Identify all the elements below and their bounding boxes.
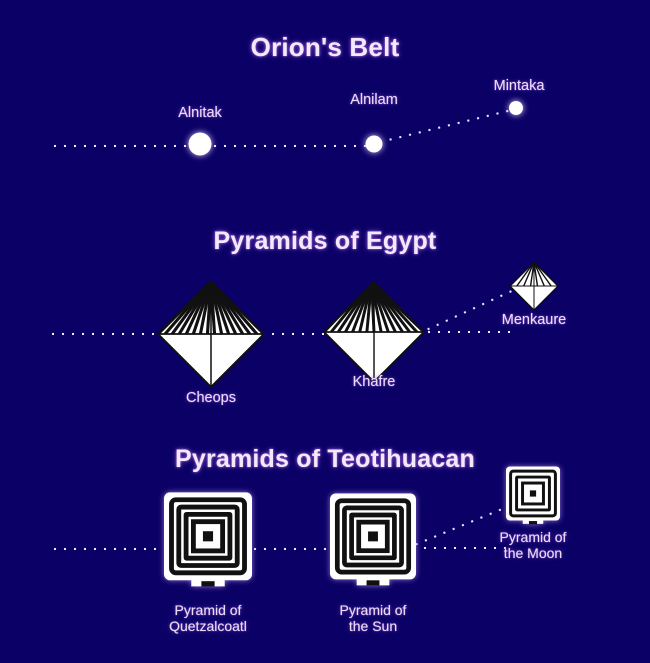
object-label: Pyramid of Quetzalcoatl <box>169 602 247 634</box>
object-label: Menkaure <box>501 312 567 328</box>
object-label: Cheops <box>186 390 236 406</box>
egyptian-pyramid-icon <box>508 261 560 311</box>
teotihuacan-pyramid-icon <box>164 492 252 592</box>
teotihuacan-pyramid-icon <box>506 465 560 527</box>
section-title-teotihuacan: Pyramids of Teotihuacan <box>174 445 476 473</box>
egyptian-pyramid-icon <box>321 280 427 384</box>
object-label: Mintaka <box>493 78 545 94</box>
teotihuacan-pyramid-icon <box>330 493 416 591</box>
section-title-orion: Orion's Belt <box>250 32 400 62</box>
alignment-dotted-line <box>424 330 512 334</box>
alignment-dotted-line <box>411 503 513 548</box>
object-label: Alnitak <box>178 105 222 121</box>
object-label: Pyramid of the Sun <box>339 602 407 634</box>
star-marker <box>365 135 383 153</box>
section-title-egypt: Pyramids of Egypt <box>213 227 437 255</box>
star-marker <box>509 101 523 115</box>
alignment-dotted-line <box>375 107 517 145</box>
star-marker <box>188 132 212 156</box>
egyptian-pyramid-icon <box>155 279 267 389</box>
object-label: Pyramid of the Moon <box>499 529 567 561</box>
alignment-dotted-line <box>410 546 508 550</box>
alignment-dotted-line <box>423 288 515 333</box>
object-label: Alnilam <box>350 92 398 108</box>
